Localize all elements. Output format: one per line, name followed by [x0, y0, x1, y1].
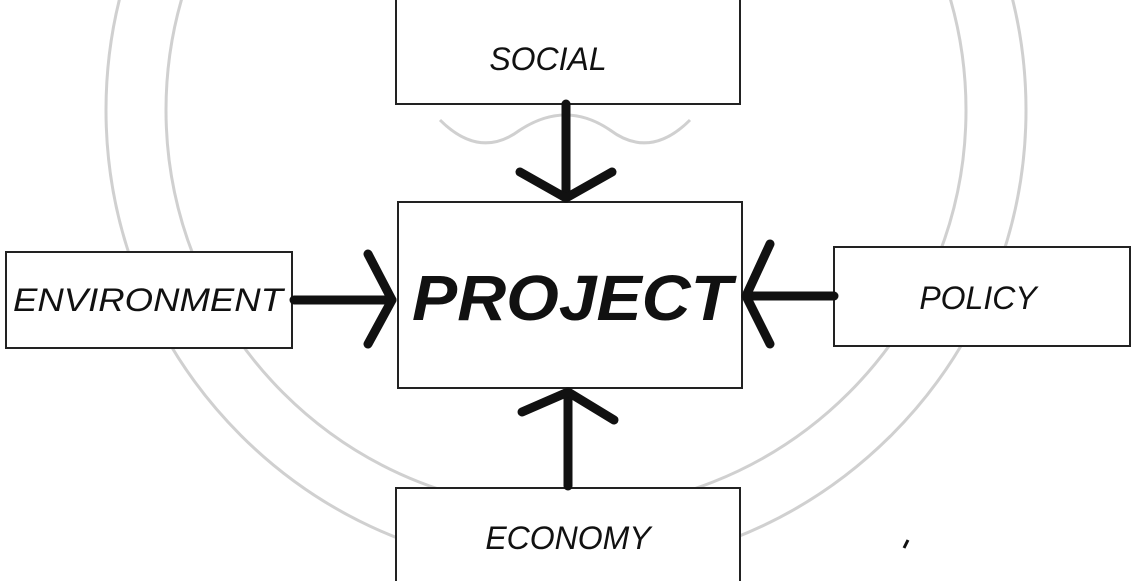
policy-box [833, 246, 1131, 347]
social-label: SOCIAL [489, 41, 606, 77]
economy-label: ECONOMY [485, 520, 653, 556]
arrow-policy-to-project [741, 239, 839, 349]
project-label: PROJECT [412, 262, 737, 334]
environment-box [5, 251, 293, 349]
social-box [395, 0, 741, 105]
policy-label: POLICY [919, 280, 1039, 316]
project-box [397, 201, 743, 389]
economy-box [395, 487, 741, 581]
scan-speck [902, 539, 910, 549]
arrow-social-to-project [515, 99, 617, 203]
environment-label: ENVIRONMENT [13, 282, 286, 318]
arrow-environment-to-project [289, 249, 397, 349]
arrow-economy-to-project [517, 387, 619, 491]
